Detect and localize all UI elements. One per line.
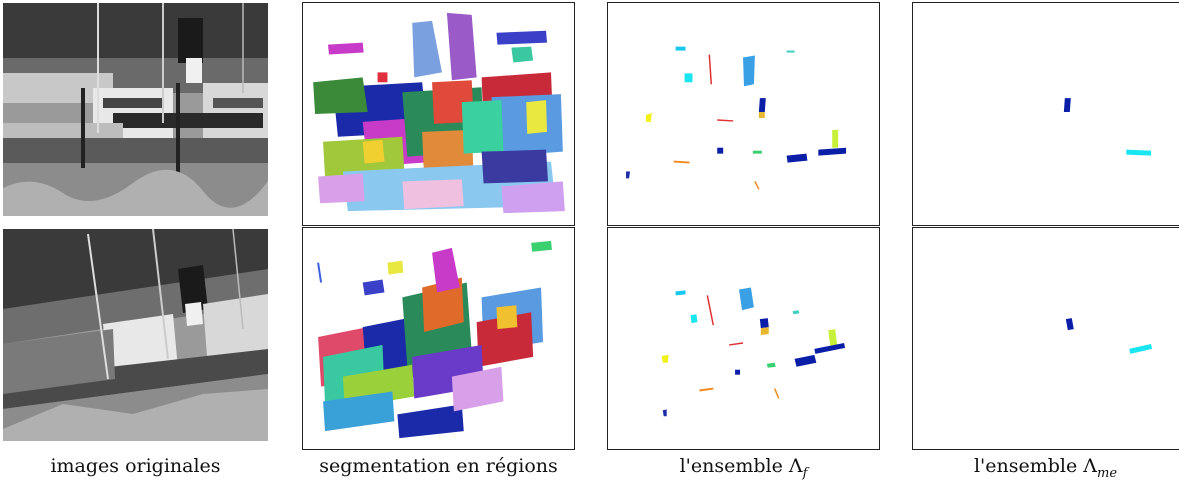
region-segmentation-map — [313, 12, 565, 214]
lambda-me-image-row-1 — [912, 2, 1179, 226]
caption-lambda-me-subscript: me — [1097, 466, 1118, 481]
original-image-row-2 — [3, 229, 268, 441]
caption-segmentation: segmentation en régions — [302, 455, 575, 477]
caption-lambda-f: l'ensemble Λf — [607, 455, 880, 481]
segmentation-image-row-1 — [302, 2, 575, 226]
caption-lambda-me-symbol: Λ — [1083, 455, 1098, 477]
caption-lambda-f-subscript: f — [802, 466, 808, 481]
lambda-f-image-row-1 — [607, 2, 880, 226]
lambda-me-region-set-rotated — [1065, 318, 1153, 354]
lambda-f-region-set — [626, 46, 847, 190]
caption-lambda-me-prefix: l'ensemble — [973, 455, 1084, 477]
caption-lambda-f-symbol: Λ — [788, 455, 803, 477]
caption-original-text: images originales — [50, 455, 221, 477]
lambda-f-region-set-rotated — [661, 287, 846, 417]
caption-lambda-me: l'ensemble Λme — [912, 455, 1179, 481]
region-segmentation-map-rotated — [317, 240, 552, 439]
caption-segmentation-text: segmentation en régions — [319, 455, 558, 477]
lambda-me-region-set — [1063, 98, 1152, 156]
caption-original: images originales — [3, 455, 268, 477]
lambda-me-image-row-2 — [912, 227, 1179, 450]
caption-lambda-f-prefix: l'ensemble — [679, 455, 789, 477]
original-image-row-1 — [3, 3, 268, 216]
segmentation-image-row-2 — [302, 227, 575, 450]
harbor-photo-grayscale — [3, 3, 268, 216]
harbor-photo-grayscale-rotated — [3, 229, 268, 441]
lambda-f-image-row-2 — [607, 227, 880, 450]
